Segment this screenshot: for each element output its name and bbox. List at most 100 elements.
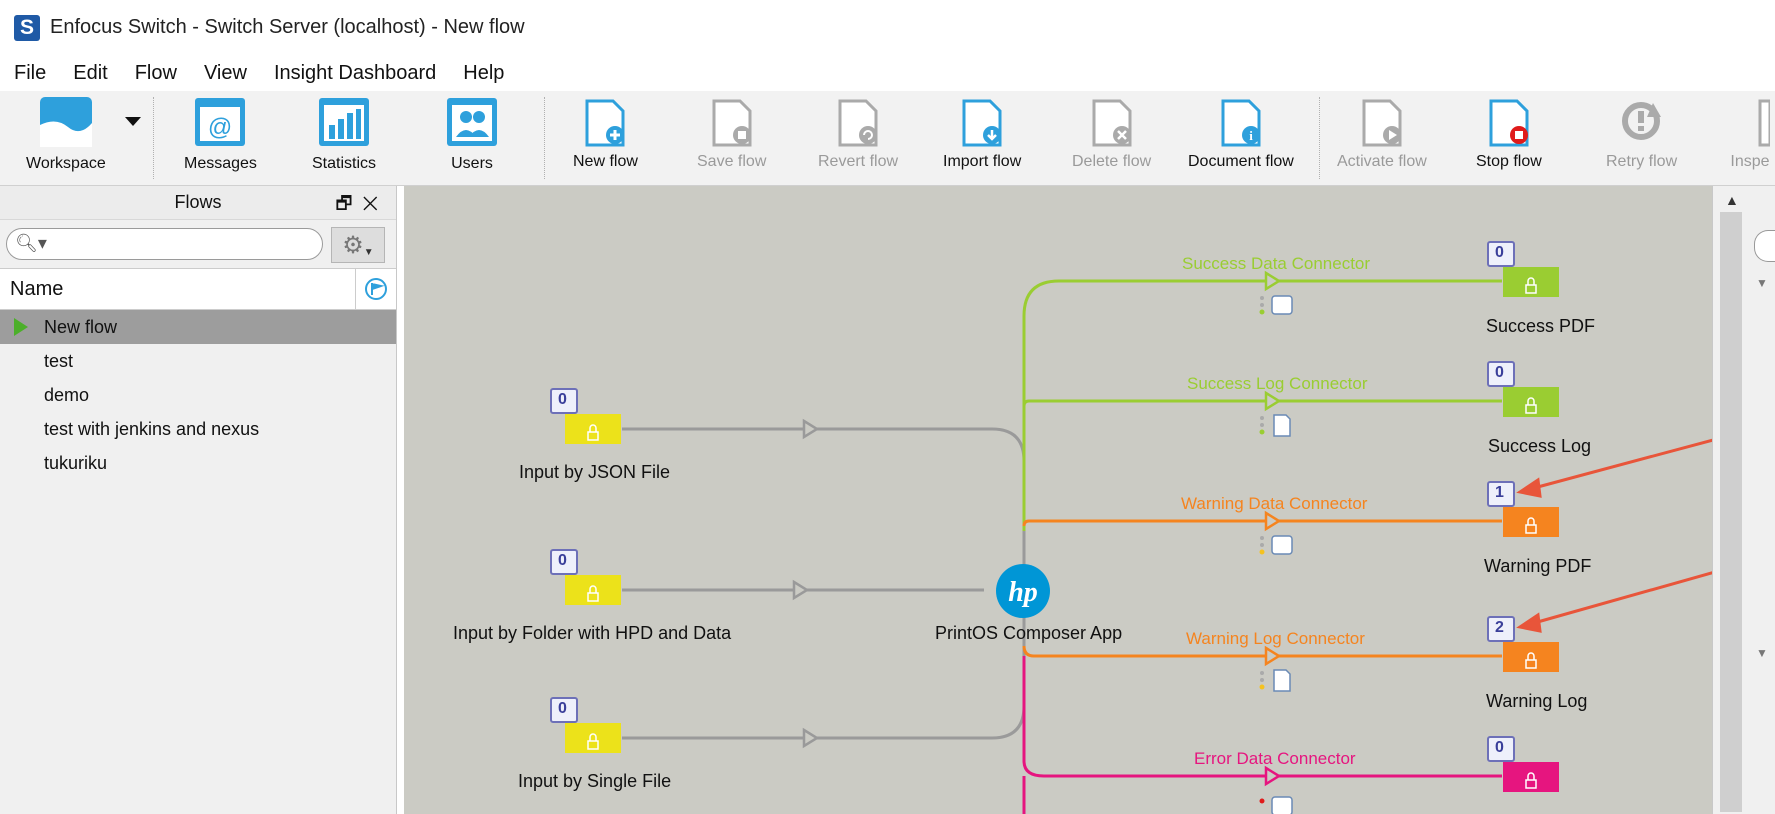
flows-search-row: 🔍︎▾ ⚙▼ [0,220,396,268]
retry-flow-button[interactable]: Retry flow [1606,95,1677,171]
document-flow-button[interactable]: i Document flow [1188,95,1294,171]
output-folder-label[interactable]: Success PDF [1486,316,1596,336]
toolbar-separator [153,97,154,179]
chevron-down-icon[interactable]: ▼ [1756,276,1768,290]
stop-flow-label: Stop flow [1476,153,1542,170]
flow-list-item[interactable]: demo [0,378,396,412]
output-folders [1503,267,1559,792]
save-flow-button[interactable]: Save flow [697,95,766,171]
name-column-label: Name [10,277,64,300]
import-flow-icon [962,99,1002,147]
connector-label[interactable]: Success Data Connector [1182,254,1371,273]
input-folder-label[interactable]: Input by JSON File [519,462,671,482]
messages-button[interactable]: @ Messages [184,95,257,173]
arrow-icon [1264,510,1282,532]
arrow-icon [1264,270,1282,292]
workspace-dropdown-icon[interactable] [125,117,141,126]
folder-icon [565,723,621,753]
inspect-button[interactable]: Inspe [1730,95,1770,171]
float-panel-icon[interactable]: 🗗 [335,193,363,213]
count-badge: 1 [1495,484,1504,501]
flows-search-input[interactable]: 🔍︎▾ [6,228,323,260]
statistics-button[interactable]: Statistics [312,95,376,173]
flow-list-item[interactable]: test with jenkins and nexus [0,412,396,446]
flows-settings-button[interactable]: ⚙▼ [331,227,385,263]
flow-list-item[interactable]: tukuriku [0,446,396,480]
flows-panel-header: Flows 🗗✕ [0,186,396,220]
statistics-label: Statistics [312,155,377,172]
warning-log-connector-line [1022,645,1502,658]
lock-icon [587,585,599,602]
workspace-label: Workspace [26,155,106,172]
menu-view[interactable]: View [203,61,247,84]
retry-flow-icon [1621,102,1661,140]
connector-label[interactable]: Success Log Connector [1187,374,1368,393]
menu-help[interactable]: Help [463,61,505,84]
search-icon: 🔍︎▾ [15,233,47,253]
toolbar: Workspace @ Messages Statistics Users [0,91,1775,186]
flows-column-header[interactable]: Name [0,268,396,310]
arrow-icon [792,579,810,601]
stop-flow-button[interactable]: Stop flow [1476,95,1542,171]
connector-label[interactable]: Warning Log Connector [1186,629,1365,648]
activate-flow-button[interactable]: Activate flow [1337,95,1427,171]
error-data-connector-line [1022,656,1502,778]
connector-label[interactable]: Error Data Connector [1194,749,1356,768]
messages-label: Messages [184,155,257,172]
chevron-down-icon: ▼ [363,246,374,258]
flows-panel-title: Flows [174,192,222,212]
lock-icon [1525,652,1537,669]
input-folder-label[interactable]: Input by Single File [518,771,672,791]
folder-icon [1503,642,1559,672]
output-folder-label[interactable]: Warning PDF [1484,556,1592,576]
flow-list-item-label: tukuriku [44,452,108,473]
delete-flow-button[interactable]: Delete flow [1072,95,1151,171]
input-folder-label[interactable]: Input by Folder with HPD and Data [453,623,732,643]
flow-list-item-label: New flow [44,316,118,337]
flag-column-button[interactable] [355,269,396,309]
arrow-icon [1264,390,1282,412]
input-folders [565,414,621,753]
delete-flow-label: Delete flow [1072,153,1152,170]
output-folder-label[interactable]: Success Log [1488,436,1592,456]
users-button[interactable]: Users [444,95,500,173]
menu-insight-dashboard[interactable]: Insight Dashboard [273,61,437,84]
connector-label[interactable]: Warning Data Connector [1181,494,1368,513]
success-data-connector-line [1022,279,1502,531]
flow-canvas[interactable]: hp 0 0 0 0 0 1 2 0 Input by JSON File In… [404,186,1712,814]
menu-flow[interactable]: Flow [134,61,177,84]
new-flow-label: New flow [573,153,638,170]
chevron-down-icon[interactable]: ▼ [1756,646,1768,660]
toolbar-separator [1319,97,1320,179]
properties-search-input[interactable] [1754,230,1775,262]
flow-list-item[interactable]: test [0,344,396,378]
stop-flow-icon [1489,99,1529,147]
save-flow-label: Save flow [697,153,767,170]
import-flow-button[interactable]: Import flow [943,95,1021,171]
connector-icons [1259,295,1293,814]
play-icon [14,318,28,336]
revert-flow-label: Revert flow [818,153,899,170]
close-panel-icon[interactable]: ✕ [362,193,388,213]
flow-list-item[interactable]: New flow [0,310,396,344]
new-flow-button[interactable]: New flow [573,95,638,171]
window-title: Enfocus Switch - Switch Server (localhos… [50,16,525,38]
count-badge: 0 [1495,739,1504,756]
lock-icon [587,733,599,750]
scroll-up-icon[interactable]: ▲ [1725,192,1739,208]
scrollbar-thumb[interactable] [1720,212,1742,812]
canvas-scrollbar[interactable]: ▲ [1712,186,1751,814]
app-node-label[interactable]: PrintOS Composer App [935,623,1123,643]
count-badges [550,241,1515,762]
menu-file[interactable]: File [14,61,47,84]
output-folder-label[interactable]: Warning Log [1486,691,1588,711]
flow-diagram: hp [550,241,1712,814]
workspace-button[interactable]: Workspace [26,95,106,173]
menu-bar: File Edit Flow View Insight Dashboard He… [0,55,1775,91]
flow-list-item-label: demo [44,384,90,405]
menu-edit[interactable]: Edit [73,61,108,84]
revert-flow-button[interactable]: Revert flow [818,95,898,171]
inspect-label: Inspe [1730,153,1770,170]
svg-text:hp: hp [1008,577,1038,608]
annotation-arrows [1516,438,1712,633]
